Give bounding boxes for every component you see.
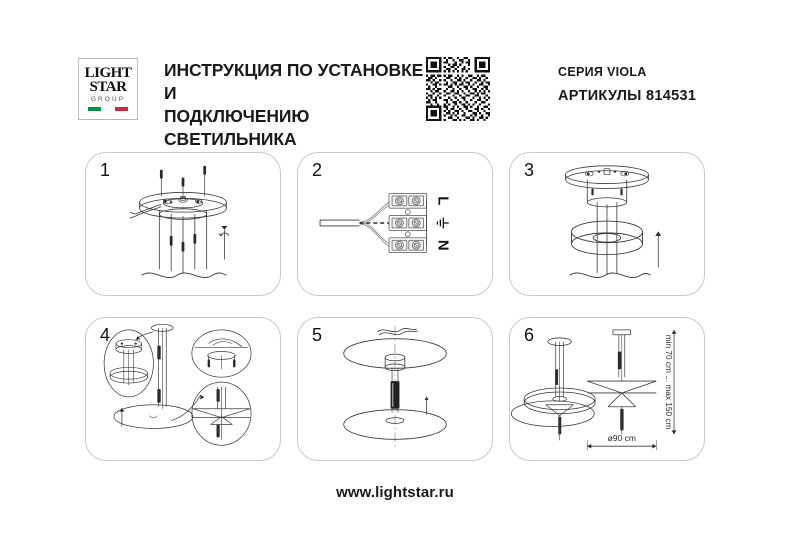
step-illustration-3 bbox=[510, 153, 704, 295]
page-title: ИНСТРУКЦИЯ ПО УСТАНОВКЕ И ПОДКЛЮЧЕНИЮ СВ… bbox=[164, 59, 434, 151]
step-illustration-5 bbox=[298, 318, 492, 460]
step-illustration-1 bbox=[86, 153, 280, 295]
header: LIGHT STAR GROUP ИНСТРУКЦИЯ ПО УСТАНОВКЕ… bbox=[78, 55, 718, 149]
step-panel-2: 2 bbox=[297, 152, 493, 296]
step-number-6: 6 bbox=[524, 325, 535, 345]
footer-url[interactable]: www.lightstar.ru bbox=[336, 484, 454, 501]
step-panel-6: 6 bbox=[509, 317, 705, 461]
diameter-dimension-label: ø90 cm bbox=[608, 433, 636, 443]
logo-text-light: LIGHT bbox=[84, 65, 132, 82]
product-info: СЕРИЯ VIOLA АРТИКУЛЫ 814531 bbox=[558, 65, 758, 104]
svg-text:L: L bbox=[434, 196, 450, 205]
page-title-line-1: ИНСТРУКЦИЯ ПО УСТАНОВКЕ И bbox=[164, 60, 424, 104]
height-dimension-label: min 70 cm ... max 150 cm bbox=[664, 335, 673, 430]
step-panel-4: 4 bbox=[85, 317, 281, 461]
step-illustration-2: L N bbox=[298, 153, 492, 295]
page-title-line-2: ПОДКЛЮЧЕНИЮ СВЕТИЛЬНИКА bbox=[164, 106, 310, 150]
logo-text-star: STAR bbox=[89, 79, 127, 95]
step-illustration-4 bbox=[86, 318, 280, 460]
step-panel-1: 1 bbox=[85, 152, 281, 296]
step-number-2: 2 bbox=[312, 160, 323, 180]
svg-text:N: N bbox=[434, 240, 450, 251]
step-number-1: 1 bbox=[100, 160, 111, 180]
step-number-3: 3 bbox=[524, 160, 535, 180]
step-illustration-6: min 70 cm ... max 150 cm ø90 cm bbox=[510, 318, 704, 460]
step-panel-grid: 1 bbox=[85, 152, 705, 467]
step-number-5: 5 bbox=[312, 325, 323, 345]
italian-flag-icon bbox=[88, 106, 128, 111]
article-label: АРТИКУЛЫ 814531 bbox=[558, 88, 697, 104]
step-panel-3: 3 bbox=[509, 152, 705, 296]
logo-text-group: GROUP bbox=[90, 95, 126, 103]
step-number-4: 4 bbox=[100, 325, 111, 345]
qr-code-icon bbox=[426, 57, 490, 121]
step-panel-5: 5 bbox=[297, 317, 493, 461]
brand-logo: LIGHT STAR GROUP bbox=[78, 58, 138, 120]
series-label: СЕРИЯ VIOLA bbox=[558, 65, 647, 79]
